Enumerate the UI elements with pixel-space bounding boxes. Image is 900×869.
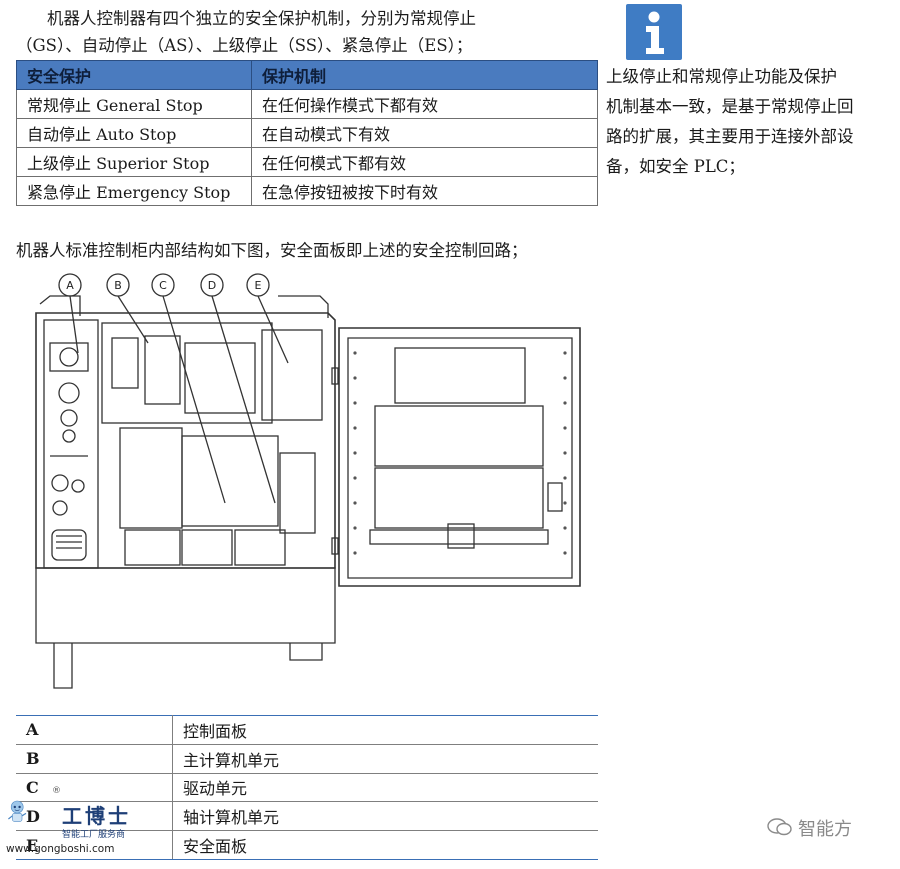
callout-label-c: C xyxy=(159,279,167,292)
safety-table-header: 安全保护 保护机制 xyxy=(16,60,598,90)
note-line: 路的扩展，其主要用于连接外部设 xyxy=(606,127,854,146)
part-name: 控制面板 xyxy=(172,715,598,745)
table-row: A 控制面板 xyxy=(16,715,598,745)
note-text: 上级停止和常规停止功能及保护 机制基本一致，是基于常规停止回 路的扩展，其主要用… xyxy=(606,62,891,182)
safety-type: 紧急停止 Emergency Stop xyxy=(16,176,252,206)
part-letter: C xyxy=(16,772,173,803)
safety-table: 安全保护 保护机制 常规停止 General Stop 在任何操作模式下都有效 … xyxy=(16,60,598,206)
gongboshi-mascot-logo xyxy=(8,800,27,822)
part-letter: E xyxy=(16,830,173,860)
part-name: 主计算机单元 xyxy=(172,743,598,774)
table-row: 常规停止 General Stop 在任何操作模式下都有效 xyxy=(16,89,598,119)
part-name: 安全面板 xyxy=(172,830,598,860)
table-row: B 主计算机单元 xyxy=(16,743,598,774)
part-name: 轴计算机单元 xyxy=(172,801,598,832)
logo-url: www.gongboshi.com xyxy=(6,843,115,855)
table-row: D 轴计算机单元 xyxy=(16,801,598,832)
note-line: 备，如安全 PLC； xyxy=(606,157,745,176)
part-letter: D xyxy=(16,801,173,832)
safety-mechanism: 在自动模式下有效 xyxy=(251,118,598,148)
part-letter: A xyxy=(16,715,173,745)
safety-mechanism: 在急停按钮被按下时有效 xyxy=(251,176,598,206)
wechat-icon xyxy=(767,818,792,836)
info-icon xyxy=(626,4,682,60)
callout-d xyxy=(200,273,276,504)
table-row: 紧急停止 Emergency Stop 在急停按钮被按下时有效 xyxy=(16,176,598,206)
logo-name: 工博士 xyxy=(62,804,131,828)
watermark-text: 智能方 xyxy=(798,819,852,840)
parts-table: A 控制面板 B 主计算机单元 C 驱动单元 D 轴计算机单元 E 安全面板 xyxy=(16,715,598,860)
safety-mechanism: 在任何操作模式下都有效 xyxy=(251,89,598,119)
note-line: 上级停止和常规停止功能及保护 xyxy=(606,67,837,86)
safety-type: 常规停止 General Stop xyxy=(16,89,252,119)
callout-label-d: D xyxy=(208,279,216,292)
table-row: 自动停止 Auto Stop 在自动模式下有效 xyxy=(16,118,598,148)
controller-cabinet-figure: A B C D E xyxy=(35,273,581,689)
intro-line-2: （GS）、自动停止（AS）、上级停止（SS）、紧急停止（ES）； xyxy=(16,36,473,55)
header-safety: 安全保护 xyxy=(16,60,252,90)
table-row: 上级停止 Superior Stop 在任何模式下都有效 xyxy=(16,147,598,177)
logo-registered-mark: ® xyxy=(52,786,61,796)
safety-mechanism: 在任何模式下都有效 xyxy=(251,147,598,177)
note-line: 机制基本一致，是基于常规停止回 xyxy=(606,97,854,116)
table-row: E 安全面板 xyxy=(16,830,598,860)
safety-type: 上级停止 Superior Stop xyxy=(16,147,252,177)
header-mechanism: 保护机制 xyxy=(251,60,598,90)
part-name: 驱动单元 xyxy=(172,772,598,803)
cabinet-description: 机器人标准控制柜内部结构如下图，安全面板即上述的安全控制回路； xyxy=(16,241,528,260)
safety-type: 自动停止 Auto Stop xyxy=(16,118,252,148)
intro-line-1: 机器人控制器有四个独立的安全保护机制，分别为常规停止 xyxy=(47,9,476,28)
callout-e xyxy=(246,273,289,364)
callout-label-a: A xyxy=(66,279,74,292)
callout-b xyxy=(106,273,149,344)
callout-label-b: B xyxy=(114,279,122,292)
part-letter: B xyxy=(16,743,173,774)
logo-tagline: 智能工厂服务商 xyxy=(62,830,126,840)
table-row: C 驱动单元 xyxy=(16,772,598,803)
callout-label-e: E xyxy=(255,279,262,292)
callout-c xyxy=(151,273,226,504)
